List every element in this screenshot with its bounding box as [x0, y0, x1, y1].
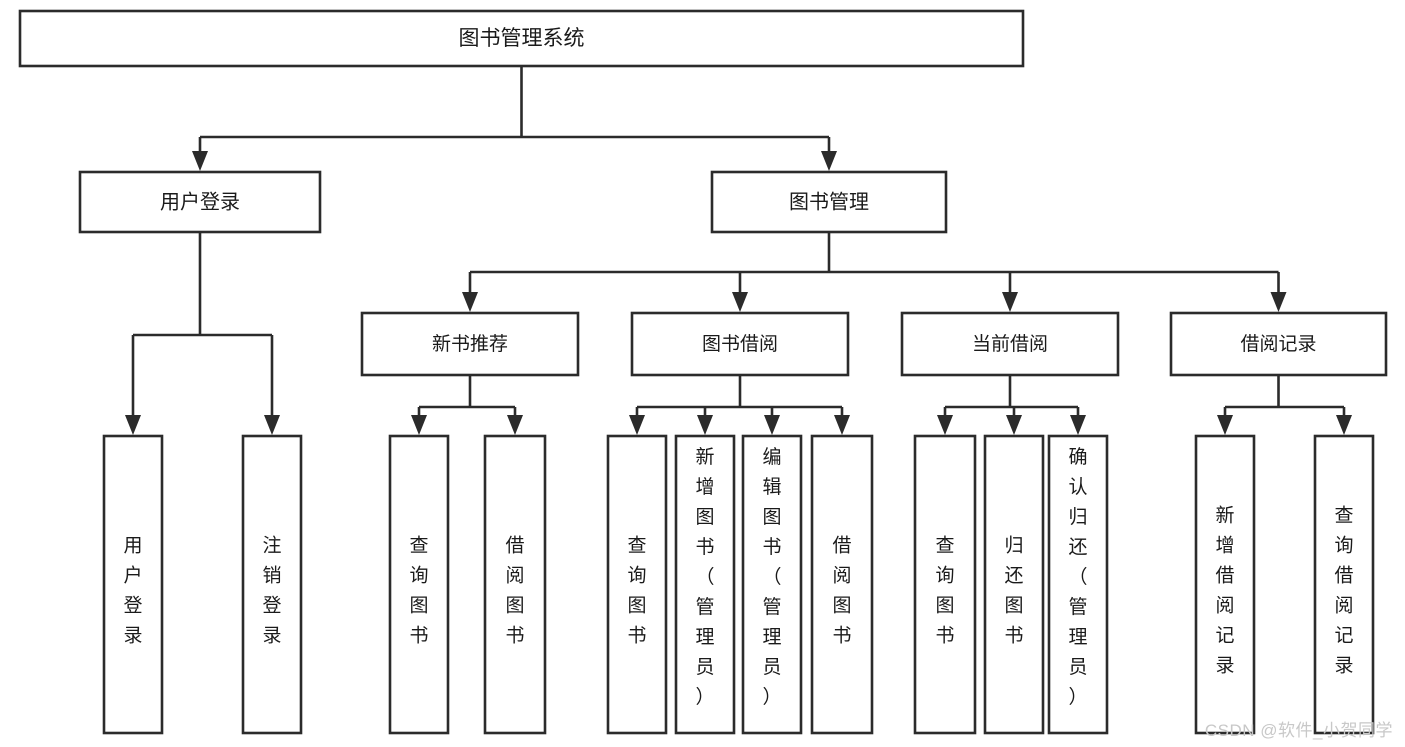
- node-book-borrow-label: 图书借阅: [702, 333, 778, 355]
- node-new-book-recommend[interactable]: 新书推荐: [360, 311, 580, 377]
- node-book-manage-label: 图书管理: [789, 190, 869, 213]
- node-book-manage-rect: [710, 170, 948, 234]
- arrow-head-icon-book-borrow: [732, 292, 748, 312]
- node-leaf-query-book-rec[interactable]: 查询图书: [388, 434, 450, 735]
- node-borrow-record-rect: [1169, 311, 1388, 377]
- node-book-borrow[interactable]: 图书借阅: [630, 311, 850, 377]
- node-leaf-query-book-rec-rect: [388, 434, 450, 735]
- connector-layer: [125, 66, 1352, 435]
- arrow-head-icon-leaf-query-record: [1336, 415, 1352, 435]
- node-leaf-query-record-label: 查询借阅记录: [1334, 505, 1353, 677]
- node-borrow-record[interactable]: 借阅记录: [1169, 311, 1388, 377]
- node-leaf-user-logout-label: 注销登录: [262, 535, 281, 647]
- arrow-head-icon-user-login: [192, 151, 208, 171]
- node-leaf-borrow-book-rect: [810, 434, 874, 735]
- node-borrow-record-label: 借阅记录: [1240, 333, 1316, 355]
- node-leaf-add-book-label: 新增图书（管理员）: [695, 446, 714, 708]
- node-leaf-return-book-label: 归还图书: [1004, 535, 1023, 647]
- arrow-head-icon-leaf-borrow-book: [834, 415, 850, 435]
- arrow-head-icon-leaf-edit-book: [764, 415, 780, 435]
- arrow-head-icon-leaf-borrow-book-rec: [507, 415, 523, 435]
- node-leaf-borrow-book-rec-rect: [483, 434, 547, 735]
- node-leaf-add-record-rect: [1194, 434, 1256, 735]
- node-root[interactable]: 图书管理系统: [18, 9, 1025, 68]
- node-leaf-user-login[interactable]: 用户登录: [102, 434, 164, 735]
- node-leaf-user-logout[interactable]: 注销登录: [241, 434, 303, 735]
- node-user-login[interactable]: 用户登录: [78, 170, 322, 234]
- arrow-head-icon-leaf-return-book: [1006, 415, 1022, 435]
- node-leaf-borrow-book-rec[interactable]: 借阅图书: [483, 434, 547, 735]
- node-leaf-add-book[interactable]: 新增图书（管理员）: [674, 434, 736, 735]
- node-leaf-user-login-label: 用户登录: [123, 536, 142, 647]
- node-leaf-confirm-return-label: 确认归还（管理员）: [1068, 446, 1087, 708]
- arrow-head-icon-book-manage: [821, 151, 837, 171]
- node-leaf-confirm-return[interactable]: 确认归还（管理员）: [1047, 434, 1109, 735]
- watermark-csdn: CSDN @软件_小贺同学: [1204, 721, 1393, 740]
- node-leaf-borrow-book-rec-label: 借阅图书: [505, 535, 524, 647]
- arrow-head-icon-leaf-query-book-rec: [411, 415, 427, 435]
- node-user-login-label: 用户登录: [160, 190, 240, 213]
- node-leaf-return-book-rect: [983, 434, 1045, 735]
- node-book-borrow-rect: [630, 311, 850, 377]
- arrow-head-icon-new-book-recommend: [462, 292, 478, 312]
- node-leaf-add-record-label: 新增借阅记录: [1215, 505, 1234, 677]
- node-leaf-user-login-rect: [102, 434, 164, 735]
- node-user-login-rect: [78, 170, 322, 234]
- arrow-head-icon-leaf-user-login: [125, 415, 141, 435]
- node-leaf-query-book-rec-label: 查询图书: [409, 535, 428, 647]
- arrow-head-icon-leaf-query-book-borrow: [629, 415, 645, 435]
- node-leaf-query-book-borrow[interactable]: 查询图书: [606, 434, 668, 735]
- node-layer: 图书管理系统用户登录图书管理新书推荐图书借阅当前借阅借阅记录用户登录注销登录查询…: [18, 9, 1388, 735]
- node-current-borrow-rect: [900, 311, 1120, 377]
- node-current-borrow[interactable]: 当前借阅: [900, 311, 1120, 377]
- arrow-head-icon-current-borrow: [1002, 292, 1018, 312]
- node-leaf-query-record-rect: [1313, 434, 1375, 735]
- node-book-manage[interactable]: 图书管理: [710, 170, 948, 234]
- node-leaf-edit-book-label: 编辑图书（管理员）: [762, 446, 781, 708]
- node-leaf-user-logout-rect: [241, 434, 303, 735]
- node-leaf-return-book[interactable]: 归还图书: [983, 434, 1045, 735]
- node-root-rect: [18, 9, 1025, 68]
- node-root-label: 图书管理系统: [459, 27, 585, 50]
- node-leaf-edit-book-rect: [741, 434, 803, 735]
- arrow-head-icon-leaf-user-logout: [264, 415, 280, 435]
- arrow-head-icon-leaf-confirm-return: [1070, 415, 1086, 435]
- node-new-book-recommend-rect: [360, 311, 580, 377]
- node-leaf-borrow-book[interactable]: 借阅图书: [810, 434, 874, 735]
- node-leaf-confirm-return-rect: [1047, 434, 1109, 735]
- node-leaf-edit-book[interactable]: 编辑图书（管理员）: [741, 434, 803, 735]
- node-leaf-query-record[interactable]: 查询借阅记录: [1313, 434, 1375, 735]
- node-leaf-query-book-cur-rect: [913, 434, 977, 735]
- arrow-head-icon-leaf-add-record: [1217, 415, 1233, 435]
- node-leaf-add-book-rect: [674, 434, 736, 735]
- node-leaf-query-book-borrow-label: 查询图书: [627, 535, 646, 647]
- node-leaf-query-book-cur[interactable]: 查询图书: [913, 434, 977, 735]
- node-current-borrow-label: 当前借阅: [972, 333, 1048, 355]
- node-leaf-query-book-cur-label: 查询图书: [935, 535, 954, 647]
- node-leaf-borrow-book-label: 借阅图书: [832, 535, 851, 647]
- node-leaf-query-book-borrow-rect: [606, 434, 668, 735]
- arrow-head-icon-borrow-record: [1270, 292, 1287, 312]
- arrow-head-icon-leaf-query-book-cur: [937, 415, 953, 435]
- arrow-head-icon-leaf-add-book: [697, 415, 713, 435]
- node-new-book-recommend-label: 新书推荐: [432, 333, 508, 355]
- node-leaf-add-record[interactable]: 新增借阅记录: [1194, 434, 1256, 735]
